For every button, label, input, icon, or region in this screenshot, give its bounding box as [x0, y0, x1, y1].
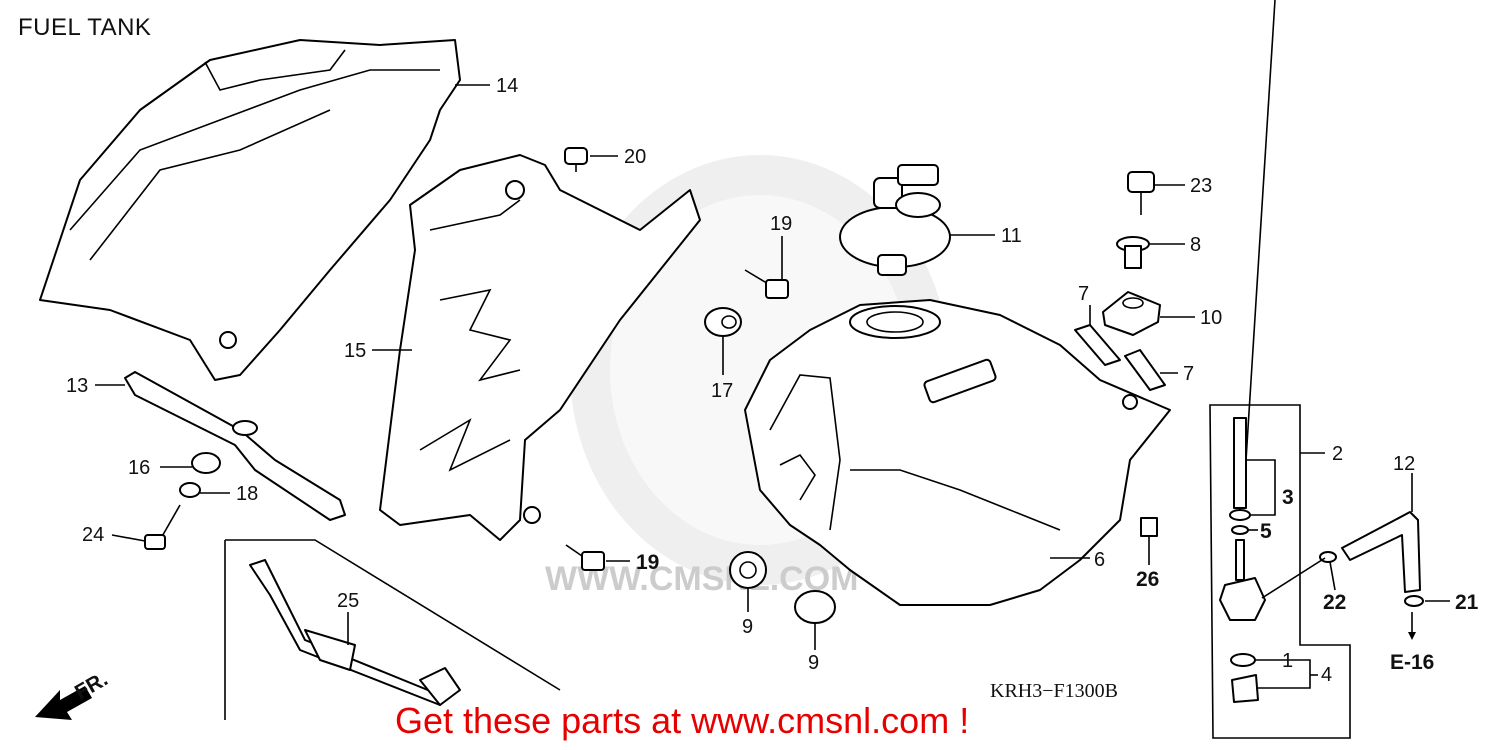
callout: 7	[1078, 283, 1089, 305]
reference-label: E-16	[1390, 651, 1434, 674]
callout: 4	[1321, 664, 1332, 686]
callout: 19	[770, 213, 792, 235]
collar-8	[1116, 236, 1150, 269]
stay-25	[224, 539, 561, 720]
callout: 11	[1001, 225, 1022, 247]
fuel-valve-assembly	[1209, 404, 1351, 739]
callout: 7	[1183, 363, 1194, 385]
callout-labels: 14 20 19 11 23 8 7 10 15 13 17 7 2 16 3 …	[66, 75, 1479, 686]
callout: 15	[344, 340, 366, 362]
grommet-9a	[729, 551, 767, 589]
callout: 19	[636, 551, 659, 574]
side-cover-part	[39, 39, 461, 381]
bolt-24	[144, 504, 181, 550]
pads-7	[1074, 324, 1166, 391]
stay-13	[124, 371, 346, 521]
promo-link[interactable]: Get these parts at www.cmsnl.com !	[395, 700, 970, 741]
diagram-code: KRH3−F1300B	[990, 680, 1118, 702]
diagram-title: FUEL TANK	[18, 14, 152, 41]
bolt-19-upper	[744, 269, 789, 299]
callout: 12	[1393, 453, 1415, 475]
front-arrow-icon: FR.	[35, 667, 112, 720]
shroud-part	[379, 154, 701, 541]
callout: 6	[1094, 549, 1105, 571]
callout: 3	[1282, 486, 1294, 509]
pad-26	[1140, 517, 1158, 537]
bolt-19-lower	[565, 544, 605, 571]
grommet-16	[191, 452, 221, 474]
callout: 1	[1282, 650, 1293, 672]
clip-21	[1404, 595, 1424, 607]
collar-18	[179, 482, 201, 498]
callout: 5	[1260, 520, 1272, 543]
callout: 24	[82, 524, 104, 546]
callout: 25	[337, 590, 359, 612]
callout: 9	[742, 616, 753, 638]
leader-lines	[95, 0, 1450, 689]
grommet-17	[704, 307, 742, 337]
callout: 16	[128, 457, 150, 479]
callout: 14	[496, 75, 518, 97]
bolt-23	[1127, 171, 1155, 215]
fuel-cap-part	[839, 164, 951, 276]
fuel-tank-part	[744, 299, 1171, 606]
callout: 21	[1455, 591, 1479, 614]
callout: 26	[1136, 568, 1159, 591]
callout: 9	[808, 652, 819, 674]
bolt-20	[564, 147, 588, 172]
rubber-10	[1102, 291, 1161, 336]
callout: 23	[1190, 175, 1212, 197]
callout: 8	[1190, 234, 1201, 256]
callout: 20	[624, 146, 646, 168]
callout: 17	[711, 380, 733, 402]
callout: 18	[236, 483, 258, 505]
callout: 2	[1332, 443, 1343, 465]
callout: 10	[1200, 307, 1222, 329]
hose-12	[1341, 511, 1421, 593]
callout: 13	[66, 375, 88, 397]
callout: 22	[1323, 591, 1346, 614]
grommet-9b	[794, 590, 836, 624]
